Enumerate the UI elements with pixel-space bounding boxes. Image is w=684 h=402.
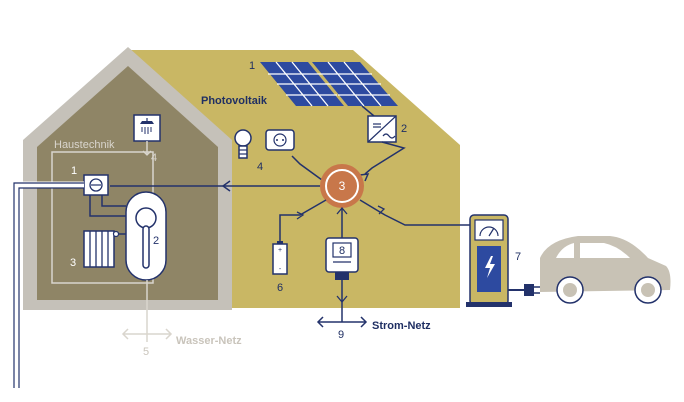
- svg-text:+: +: [278, 247, 282, 254]
- electricity-meter-icon: [325, 237, 359, 280]
- label-number-3-radiator: 3: [70, 257, 76, 269]
- label-number-3-hub: 3: [339, 179, 346, 193]
- haustechnik-frame: [51, 151, 154, 284]
- label-haustechnik: Haustechnik: [54, 139, 115, 151]
- electric-car-icon: [540, 236, 671, 304]
- label-number-7-wallbox: 7: [515, 251, 521, 263]
- line-hub-to-wallbox: [359, 199, 470, 226]
- label-number-2-inverter: 2: [401, 123, 407, 135]
- label-number-4-shower: 4: [151, 152, 157, 164]
- line-hub-to-consumers: [291, 155, 323, 181]
- label-number-9-grid: 9: [338, 329, 344, 341]
- power-socket-icon: [265, 129, 295, 151]
- shower-icon: [133, 114, 161, 142]
- line-hub-to-battery: [279, 199, 327, 244]
- light-bulb-icon: [234, 129, 252, 159]
- solar-panels-icon: [260, 61, 398, 107]
- arrow-into-hub: [359, 173, 370, 182]
- arrow-to-haustechnik: [221, 180, 231, 192]
- battery-icon: + -: [272, 241, 288, 275]
- line-inverter-to-hub: [364, 141, 406, 175]
- charging-plug: [524, 284, 534, 296]
- label-number-1-heatpump: 1: [71, 165, 77, 177]
- label-number-5-water: 5: [143, 346, 149, 358]
- label-number-6-battery: 6: [277, 282, 283, 294]
- grid-arrows-icon: [316, 316, 368, 328]
- heat-pump-icon: [83, 174, 109, 196]
- svg-text:-: -: [279, 266, 282, 273]
- label-number-8-meter: 8: [339, 245, 345, 257]
- label-wasser-netz: Wasser-Netz: [176, 335, 242, 347]
- radiator-icon: [83, 230, 120, 268]
- haustechnik-room: [37, 66, 218, 300]
- line-heatpump-to-tank: [89, 195, 126, 217]
- label-photovoltaik: Photovoltaik: [201, 95, 268, 107]
- energy-manager-hub: [320, 164, 364, 208]
- label-number-4-consumers: 4: [257, 161, 263, 173]
- wallbox-charger-icon: [466, 214, 512, 307]
- hot-water-tank-icon: [125, 191, 167, 281]
- label-strom-netz: Strom-Netz: [372, 320, 431, 332]
- label-number-2-tank: 2: [153, 235, 159, 247]
- label-number-1-panel: 1: [249, 60, 255, 72]
- water-grid-arrows-icon: [121, 328, 173, 340]
